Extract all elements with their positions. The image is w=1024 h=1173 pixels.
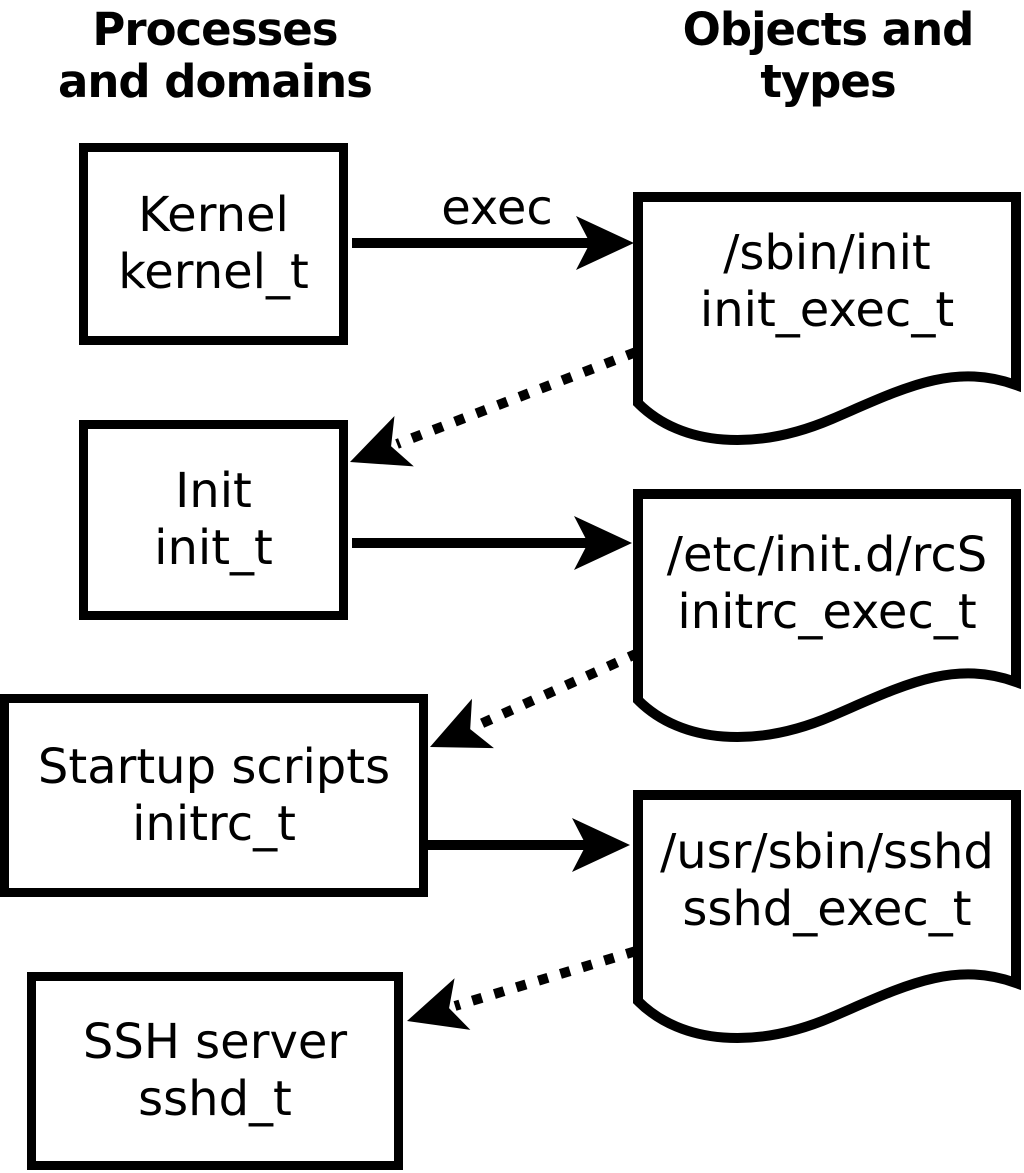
object-path: /etc/init.d/rcS — [666, 527, 988, 583]
arrowhead-icon — [576, 216, 634, 270]
process-name: SSH server — [82, 1014, 348, 1070]
arrowhead-icon — [430, 698, 494, 749]
arrowhead-icon — [572, 818, 630, 872]
transition-arrow-initbinary-to-init-domain — [350, 347, 638, 467]
column-header-objects-and-types: Objects and types — [628, 4, 1024, 108]
header-line: and domains — [58, 55, 373, 108]
process-box-startup-scripts: Startup scripts initrc_t — [0, 694, 428, 897]
transition-arrow-rcs-to-initrc-domain — [430, 648, 641, 749]
process-name: Init — [175, 463, 252, 519]
object-label-sbin-init: /sbin/init init_exec_t — [638, 197, 1016, 367]
document-shape-etc-initd-rcs — [633, 489, 1021, 742]
object-type: initrc_exec_t — [677, 584, 977, 640]
process-domain: kernel_t — [118, 244, 309, 300]
process-box-ssh-server: SSH server sshd_t — [27, 972, 403, 1170]
object-path: /sbin/init — [723, 225, 931, 281]
arrowhead-icon — [350, 416, 414, 467]
header-line: Objects and — [682, 3, 975, 56]
process-name: Kernel — [138, 187, 289, 243]
document-shape-usr-sbin-sshd — [633, 790, 1021, 1043]
process-box-init: Init init_t — [79, 420, 348, 620]
object-path: /usr/sbin/sshd — [660, 824, 994, 880]
arrowhead-icon — [574, 516, 632, 570]
object-type: init_exec_t — [699, 282, 955, 338]
process-domain: init_t — [154, 520, 273, 576]
exec-arrow-label: exec — [441, 180, 553, 236]
exec-arrow-kernel-to-init-binary — [352, 216, 634, 270]
document-shape-sbin-init — [633, 192, 1021, 445]
process-domain: initrc_t — [132, 795, 296, 852]
process-domain: sshd_t — [138, 1071, 292, 1127]
header-line: types — [760, 55, 896, 108]
header-line: Processes — [92, 3, 338, 56]
process-name: Startup scripts — [37, 738, 391, 795]
object-label-usr-sbin-sshd: /usr/sbin/sshd sshd_exec_t — [638, 795, 1016, 967]
exec-arrow-init-to-rcs-script — [352, 516, 632, 570]
arrowhead-icon — [407, 978, 471, 1030]
object-type: sshd_exec_t — [682, 881, 972, 937]
object-label-etc-initd-rcs: /etc/init.d/rcS initrc_exec_t — [638, 494, 1016, 674]
column-header-processes-and-domains: Processes and domains — [15, 4, 415, 108]
process-box-kernel: Kernel kernel_t — [79, 143, 348, 345]
exec-arrow-startup-to-sshd-binary — [428, 818, 630, 872]
transition-arrow-sshdbinary-to-sshd-domain — [407, 946, 638, 1030]
